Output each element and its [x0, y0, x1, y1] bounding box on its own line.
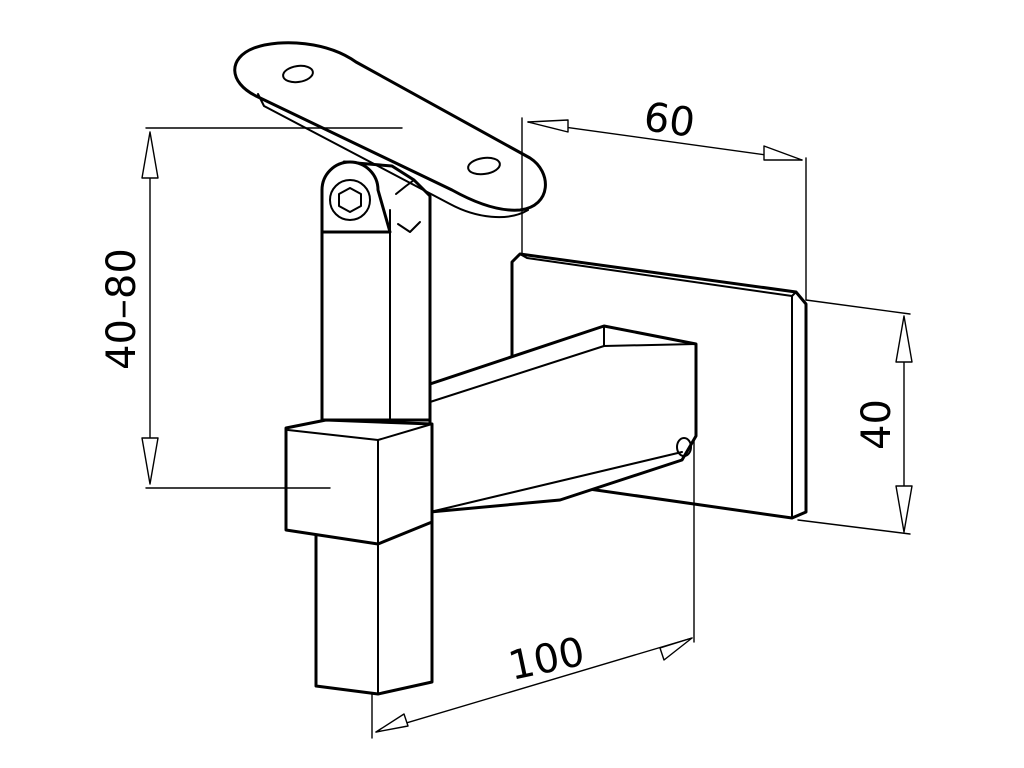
arrow-head-icon: [141, 131, 159, 179]
dimension-label-60: 60: [641, 94, 698, 147]
dimension-40-80: 40–80: [99, 127, 403, 489]
saddle-plate: [233, 41, 547, 219]
dimension-40: 40: [797, 299, 913, 535]
screw-hole-2: [467, 156, 501, 176]
arrow-head-icon: [141, 437, 159, 485]
dimension-label-40: 40: [854, 399, 900, 450]
hinge-knuckle: [320, 160, 392, 234]
dimension-label-100: 100: [505, 629, 589, 690]
screw-hole-1: [282, 64, 314, 84]
arrow-head-icon: [895, 485, 913, 533]
arrow-head-icon: [763, 145, 803, 161]
horizontal-arm: [428, 324, 698, 514]
arrow-head-icon: [527, 119, 569, 133]
arrow-head-icon: [659, 637, 693, 661]
dimension-label-40-80: 40–80: [99, 248, 145, 370]
hex-socket-icon: [338, 187, 362, 213]
arrow-head-icon: [375, 713, 409, 733]
clamp-block: [284, 418, 434, 546]
dimension-60: 60: [521, 94, 807, 301]
arrow-head-icon: [895, 315, 913, 363]
